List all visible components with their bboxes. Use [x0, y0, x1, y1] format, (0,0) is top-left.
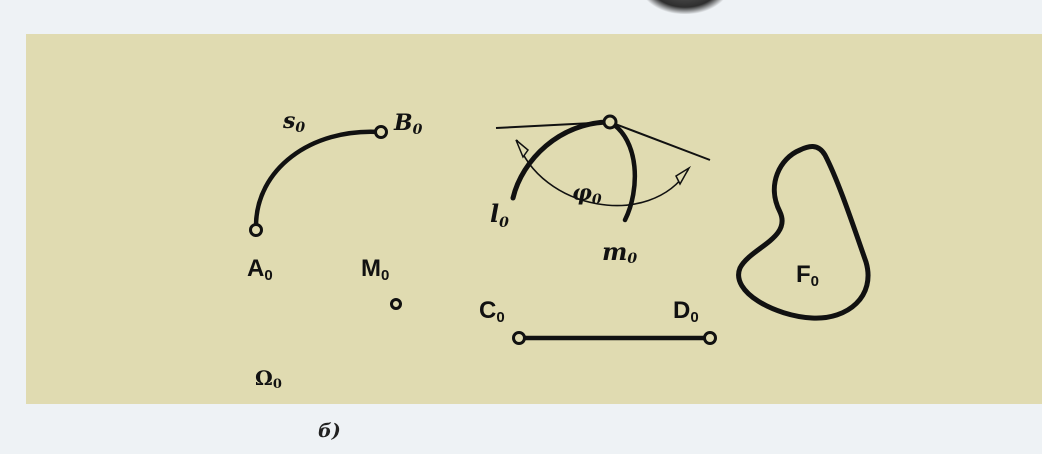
label-b: B0	[393, 110, 423, 138]
point-m	[390, 298, 402, 310]
label-m-curve: m0	[602, 237, 637, 267]
point-b	[374, 125, 388, 139]
label-d: D0	[673, 297, 699, 326]
angle-arc	[516, 139, 689, 207]
label-phi: φ0	[572, 180, 602, 208]
curve-m	[607, 119, 637, 223]
dark-blob-shape	[640, 0, 730, 14]
point-a	[249, 223, 263, 237]
figure-caption: б)	[318, 420, 341, 442]
point-tangency	[602, 114, 618, 130]
label-omega: Ω0	[255, 366, 282, 392]
label-m: M0	[361, 255, 389, 284]
label-a: A0	[247, 255, 273, 284]
arc-s	[253, 129, 383, 229]
label-c: C0	[479, 297, 505, 326]
arrowhead-right	[675, 165, 692, 186]
point-c	[512, 331, 526, 345]
tangent-line-right	[609, 121, 711, 161]
label-s: s0	[282, 108, 305, 136]
label-l: l0	[490, 199, 509, 231]
closed-figure-f	[736, 144, 871, 321]
arrowhead-left	[515, 139, 530, 159]
diagram-panel	[26, 34, 1042, 404]
label-f: F0	[796, 261, 819, 290]
curve-l	[510, 119, 613, 201]
point-d	[703, 331, 717, 345]
